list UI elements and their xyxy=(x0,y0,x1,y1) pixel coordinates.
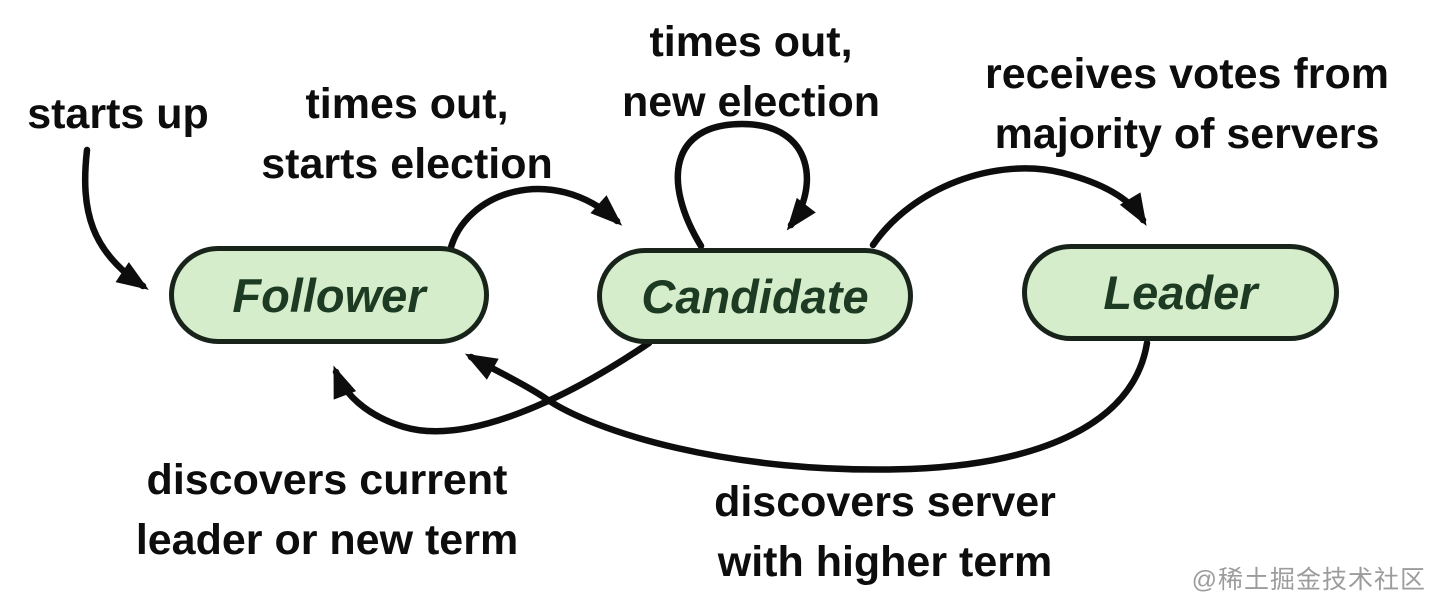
arrow-starts-up xyxy=(81,146,149,290)
label-receives-votes: receives votes from majority of servers xyxy=(985,50,1389,158)
label-times-out-new-election: times out, new election xyxy=(621,18,881,126)
watermark: @稀土掘金技术社区 xyxy=(1191,566,1426,594)
arrow-candidate-to-follower xyxy=(332,339,653,435)
arrow-follower-to-candidate xyxy=(446,185,623,255)
state-candidate: Candidate xyxy=(597,248,913,344)
state-leader: Leader xyxy=(1022,244,1339,341)
state-follower-label: Follower xyxy=(232,268,426,322)
label-discovers-server-higher-term: discovers server with higher term xyxy=(714,478,1056,586)
state-leader-label: Leader xyxy=(1103,266,1258,319)
arrow-candidate-to-leader xyxy=(869,165,1147,249)
state-candidate-label: Candidate xyxy=(641,269,869,323)
arrow-leader-to-follower xyxy=(464,339,1151,473)
label-starts-up: starts up xyxy=(27,90,209,138)
label-times-out-starts-election: times out, starts election xyxy=(261,80,553,188)
arrow-candidate-self-loop xyxy=(674,120,816,250)
state-follower: Follower xyxy=(169,246,489,344)
label-discovers-current-leader: discovers current leader or new term xyxy=(135,456,519,564)
